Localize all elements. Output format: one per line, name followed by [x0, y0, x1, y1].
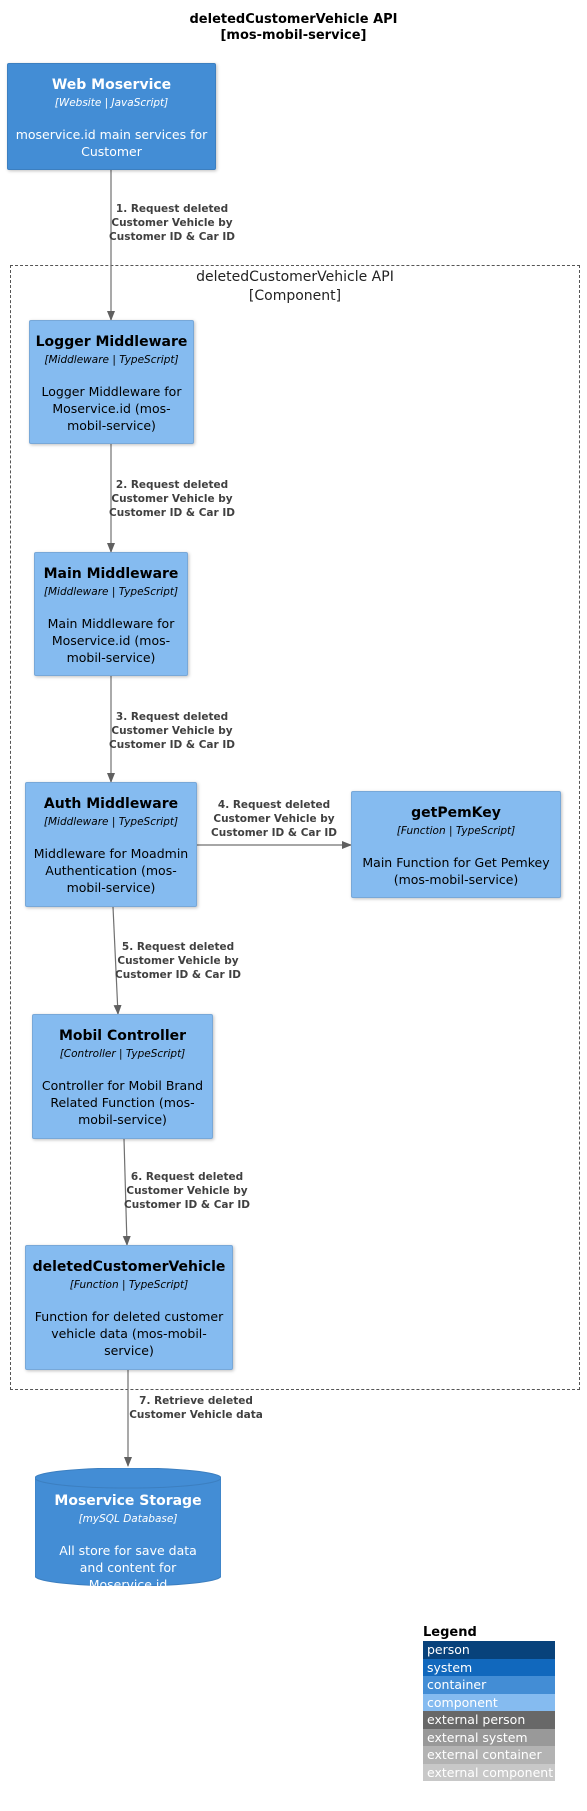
legend-item-external-person: external person [423, 1711, 555, 1729]
edge-1-label: 1. Request deleted Customer Vehicle by C… [109, 203, 235, 243]
diagram-title: deletedCustomerVehicle API [mos-mobil-se… [0, 12, 587, 44]
node-mobil-tech: [Controller | TypeScript] [59, 1048, 186, 1060]
node-deleted-tech: [Function | TypeScript] [69, 1279, 189, 1291]
node-mobil-desc: Controller for Mobil Brand Related Funct… [41, 1078, 204, 1127]
node-mobil-name: Mobil Controller [58, 1028, 187, 1044]
node-logger-name: Logger Middleware [35, 334, 188, 350]
legend-item-person: person [423, 1641, 555, 1659]
node-auth-tech: [Middleware | TypeScript] [43, 816, 179, 828]
node-main-name: Main Middleware [43, 566, 179, 582]
node-moservice-storage[interactable]: Moservice Storage [mySQL Database] All s… [35, 1480, 221, 1593]
diagram-title-line-2: [mos-mobil-service] [220, 28, 367, 43]
node-storage-name: Moservice Storage [54, 1493, 202, 1509]
node-deleted-name: deletedCustomerVehicle [32, 1259, 226, 1275]
node-deleted-desc: Function for deleted customer vehicle da… [34, 1309, 224, 1358]
node-mobil-controller[interactable]: Mobil Controller [Controller | TypeScrip… [32, 1014, 213, 1139]
node-auth-name: Auth Middleware [43, 796, 179, 812]
database-cylinder-icon [35, 1468, 221, 1586]
edge-5-line [112, 906, 122, 1015]
node-main-middleware[interactable]: Main Middleware [Middleware | TypeScript… [34, 552, 188, 676]
node-getpemkey[interactable]: getPemKey [Function | TypeScript] Main F… [351, 791, 561, 898]
edge-4-label: 4. Request deleted Customer Vehicle by C… [211, 799, 337, 839]
legend-item-system: system [423, 1658, 555, 1676]
node-deletedcustomervehicle[interactable]: deletedCustomerVehicle [Function | TypeS… [25, 1245, 233, 1370]
node-getpem-name: getPemKey [411, 805, 501, 821]
node-web-moservice[interactable]: Web Moservice [Website | JavaScript] mos… [7, 63, 216, 170]
legend-item-external-container: external container [423, 1746, 555, 1764]
legend-item-external-component: external component [423, 1763, 555, 1781]
legend-title: Legend [423, 1625, 477, 1640]
boundary-name: deletedCustomerVehicle API [196, 269, 394, 285]
edge-6-line [122, 1138, 131, 1246]
component-boundary [10, 265, 580, 1390]
node-auth-desc: Middleware for Moadmin Authentication (m… [33, 846, 189, 895]
node-web-tech: [Website | JavaScript] [54, 97, 169, 109]
edge-2-label: 2. Request deleted Customer Vehicle by C… [109, 479, 235, 519]
diagram-title-line-1: deletedCustomerVehicle API [189, 12, 398, 27]
legend-item-external-system: external system [423, 1728, 555, 1746]
node-web-name: Web Moservice [51, 77, 172, 93]
node-getpem-tech: [Function | TypeScript] [396, 825, 516, 837]
boundary-type: [Component] [248, 288, 342, 304]
node-storage-tech: [mySQL Database] [78, 1513, 178, 1525]
node-getpem-desc: Main Function for Get Pemkey (mos-mobil-… [362, 855, 550, 887]
node-logger-tech: [Middleware | TypeScript] [44, 354, 179, 366]
node-logger-desc: Logger Middleware for Moservice.id (mos-… [41, 384, 182, 433]
edge-7-label: 7. Retrieve deleted Customer Vehicle dat… [129, 1395, 263, 1421]
edge-6-label: 6. Request deleted Customer Vehicle by C… [124, 1171, 250, 1211]
edge-5-label: 5. Request deleted Customer Vehicle by C… [115, 941, 241, 981]
node-main-desc: Main Middleware for Moservice.id (mos-mo… [47, 616, 175, 665]
node-storage-desc: All store for save data and content for … [59, 1543, 197, 1592]
legend-item-container: container [423, 1676, 555, 1694]
node-web-desc: moservice.id main services for Customer [15, 127, 208, 159]
node-auth-middleware[interactable]: Auth Middleware [Middleware | TypeScript… [25, 782, 197, 907]
node-main-tech: [Middleware | TypeScript] [43, 586, 179, 598]
legend: Legend person system container component… [423, 1625, 555, 1781]
edge-3-label: 3. Request deleted Customer Vehicle by C… [109, 711, 235, 751]
legend-item-component: component [423, 1693, 555, 1711]
node-logger-middleware[interactable]: Logger Middleware [Middleware | TypeScri… [29, 320, 194, 444]
boundary-title: deletedCustomerVehicle API [Component] [10, 268, 580, 306]
